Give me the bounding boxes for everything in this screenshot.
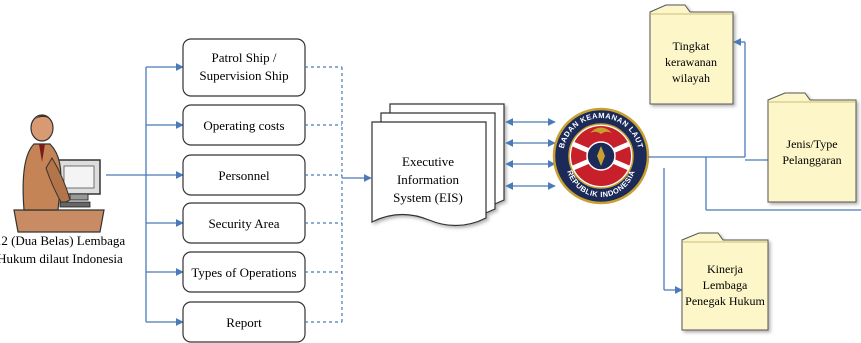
seal-output-connectors bbox=[648, 38, 861, 294]
eis-label-line1: Executive bbox=[402, 154, 454, 169]
category-label: Supervision Ship bbox=[199, 68, 288, 83]
eis-seal-arrows bbox=[505, 118, 556, 190]
folder-label: Pelanggaran bbox=[782, 153, 841, 167]
source-label-line2: Hukum dilaut Indonesia bbox=[0, 251, 123, 266]
folder-label: Penegak Hukum bbox=[685, 294, 765, 308]
folder-tingkat-kerawanan bbox=[649, 4, 734, 105]
category-label: Report bbox=[226, 315, 262, 330]
eis-document-stack bbox=[371, 103, 505, 227]
category-box-types-of-operations: Types of Operations bbox=[182, 251, 306, 293]
folder-label: Tingkat bbox=[673, 39, 711, 53]
person-at-computer-icon bbox=[13, 114, 105, 233]
source-connectors bbox=[106, 63, 184, 326]
folder-label: Jenis/Type bbox=[786, 137, 837, 151]
source-label-line1: 12 (Dua Belas) Lembaga bbox=[0, 233, 125, 248]
category-box-report: Report bbox=[182, 301, 306, 343]
category-to-eis-connectors bbox=[305, 66, 343, 323]
category-label: Security Area bbox=[208, 216, 279, 231]
folder-kinerja-lembaga bbox=[681, 232, 769, 331]
category-label: Operating costs bbox=[203, 118, 284, 133]
eis-label-line2: Information bbox=[397, 172, 460, 187]
category-label: Types of Operations bbox=[191, 265, 296, 280]
category-box-operating-costs: Operating costs bbox=[182, 104, 306, 146]
category-label: Personnel bbox=[218, 168, 270, 183]
folder-label: Kinerja bbox=[707, 262, 744, 276]
category-box-patrol-ship: Patrol Ship / Supervision Ship bbox=[182, 38, 306, 97]
folder-label: Lembaga bbox=[703, 278, 748, 292]
folder-jenis-pelanggaran bbox=[767, 92, 857, 203]
category-label: Patrol Ship / bbox=[211, 50, 276, 65]
bakamla-seal-logo: BADAN KEAMANAN LAUT REPUBLIK INDONESIA bbox=[552, 107, 650, 205]
folder-label: wilayah bbox=[672, 71, 710, 85]
category-box-security-area: Security Area bbox=[182, 202, 306, 244]
category-box-personnel: Personnel bbox=[182, 154, 306, 196]
folder-label: kerawanan bbox=[665, 55, 717, 69]
eis-label-line3: System (EIS) bbox=[393, 190, 463, 205]
